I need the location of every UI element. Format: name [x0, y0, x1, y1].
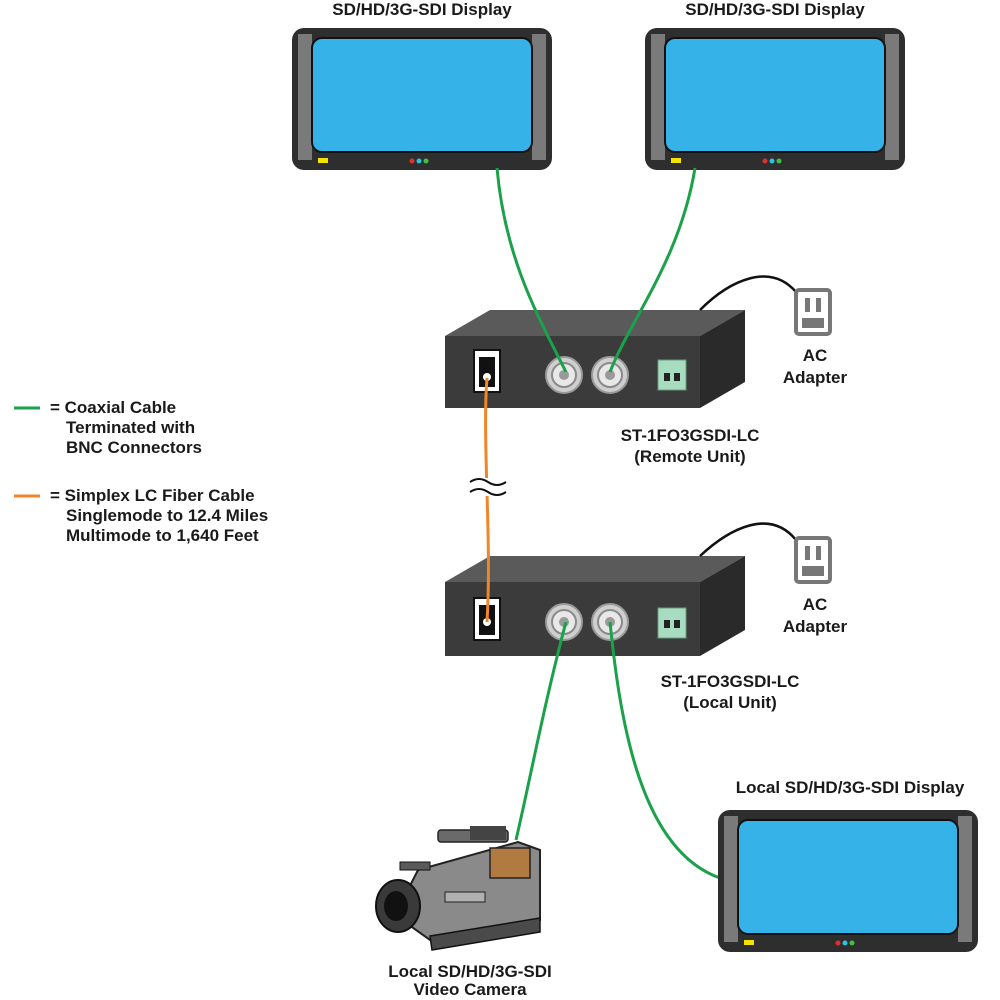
legend-fiber-line2: Singlemode to 12.4 Miles	[66, 506, 269, 525]
coax-cable-top-right	[608, 167, 697, 373]
local-power-cord	[699, 522, 797, 557]
local-unit-role-label: (Local Unit)	[683, 693, 777, 712]
remote-unit-box	[445, 310, 745, 408]
legend-coax-line2: Terminated with	[66, 418, 196, 437]
legend-coax-line3: BNC Connectors	[66, 438, 203, 457]
camera-label-2: Video Camera	[413, 980, 527, 999]
local-ac-adapter-label-2: Adapter	[782, 617, 848, 636]
legend-coax-line1: = Coaxial Cable	[50, 398, 177, 417]
remote-unit-role-label: (Remote Unit)	[634, 447, 746, 466]
legend-fiber-line1: = Simplex LC Fiber Cable	[50, 486, 255, 505]
local-unit-model-label: ST-1FO3GSDI-LC	[660, 672, 800, 691]
video-camera-icon	[375, 826, 541, 951]
remote-unit-model-label: ST-1FO3GSDI-LC	[620, 426, 760, 445]
remote-power-cord	[699, 275, 797, 311]
display-top-left-label: SD/HD/3G-SDI Display	[332, 0, 512, 19]
local-ac-outlet-icon	[794, 536, 832, 584]
display-top-right	[644, 27, 906, 171]
remote-ac-outlet-icon	[794, 288, 832, 336]
display-local	[717, 809, 979, 953]
coax-cable-top-left	[495, 167, 568, 373]
local-unit-box	[445, 556, 745, 656]
local-ac-adapter-label-1: AC	[802, 595, 828, 614]
coax-cable-camera	[514, 621, 568, 841]
display-local-label: Local SD/HD/3G-SDI Display	[735, 778, 965, 797]
remote-ac-adapter-label-2: Adapter	[782, 368, 848, 387]
legend-fiber-line3: Multimode to 1,640 Feet	[66, 526, 259, 545]
remote-ac-adapter-label-1: AC	[802, 346, 828, 365]
fiber-break-icon	[469, 478, 507, 496]
display-top-right-label: SD/HD/3G-SDI Display	[685, 0, 865, 19]
coax-cable-local-display	[608, 621, 721, 880]
camera-label-1: Local SD/HD/3G-SDI	[388, 962, 552, 981]
display-top-left	[291, 27, 553, 171]
